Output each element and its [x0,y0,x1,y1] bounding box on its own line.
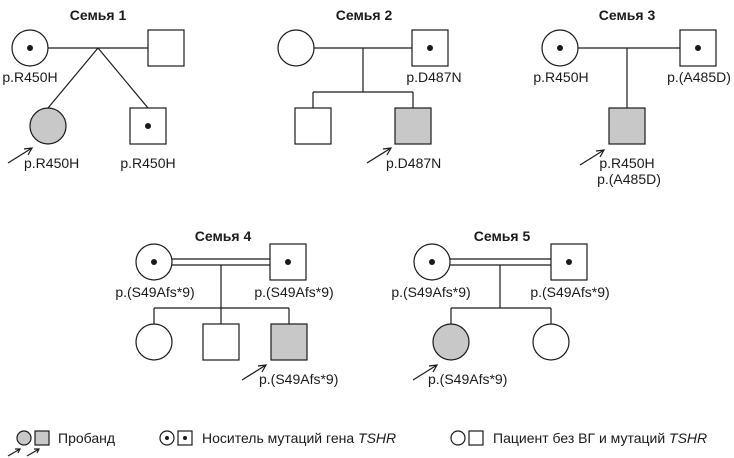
carrier-dot [27,45,33,51]
carrier-dot [695,45,701,51]
family-4-mother [135,243,173,281]
family-5: Семья 5 p.(S49Afs*9) p.(S49Afs*9) p.(S49… [391,228,609,387]
family-4: Семья 4 p.(S49Afs*9) p.(S49Afs*9) p.(S49… [115,228,338,387]
proband-arrow-head [595,149,606,158]
legend-unaffected: Пациент без ВГ и мутаций TSHR [450,430,707,446]
family-5-child-1-female-affected-symbol [432,323,470,361]
male-symbol [129,107,167,145]
family-1-descent-line-left [47,47,99,109]
legend-proband-text: Пробанд [58,430,115,446]
family-2-title: Семья 2 [336,7,393,23]
family-3-child-1-label-line1: p.R450H [599,155,654,171]
legend-carrier: Носитель мутаций гена TSHR [159,430,396,446]
family-5-father [550,243,588,281]
family-2-child-2-male-affected-symbol [394,107,432,145]
family-3-title: Семья 3 [599,7,656,23]
legend-proband-arrow-head [15,448,21,454]
family-1-child-2-label: p.R450H [120,155,175,171]
family-5-father-label: p.(S49Afs*9) [530,284,609,300]
legend: Пробанд Носитель мутаций гена TSHR Пацие… [7,430,707,457]
proband-arrow [366,147,392,164]
carrier-dot [557,45,563,51]
family-4-child-2-male-symbol [202,323,240,361]
proband-arrow [579,149,605,166]
family-4-child-3-male-affected-symbol [270,323,308,361]
proband-arrow [7,147,33,164]
carrier-dot [165,436,169,440]
legend-proband-arrow-head [34,448,40,454]
carrier-dot [285,259,291,265]
family-4-mother-label: p.(S49Afs*9) [115,284,194,300]
legend-proband-arrow [26,448,40,457]
family-2-child-1-male-symbol [294,107,332,145]
family-1-child-2 [129,107,167,145]
family-1-child-1-label: p.R450H [24,155,79,171]
legend-proband: Пробанд [7,430,115,457]
family-2-mother-female-symbol [277,29,315,67]
legend-proband-female-symbol [16,430,32,446]
legend-carrier-text: Носитель мутаций гена TSHR [202,430,396,446]
family-1-father-male-symbol [147,29,185,67]
family-3-mother-label: p.R450H [533,69,588,85]
family-3-child-1-male-affected-symbol [608,107,646,145]
carrier-dot [566,259,572,265]
proband-arrow-head [382,147,393,156]
family-4-title: Семья 4 [195,228,252,244]
family-5-mother-label: p.(S49Afs*9) [391,284,470,300]
proband-arrow-head [428,364,439,373]
family-3-father-label: p.(A485D) [667,69,731,85]
family-1-child-1 [29,107,67,145]
family-5-mother [413,243,451,281]
family-1: Семья 1 p.R450H p.R450H p.R450H [2,7,185,171]
carrier-dot [183,436,187,440]
family-5-title: Семья 5 [474,228,531,244]
family-1-descent-line-right [97,47,149,109]
family-2-child-2-label: p.D487N [386,155,441,171]
family-3-father [679,29,717,67]
proband-arrow-head [257,364,268,373]
family-3-child-1-label-line2: p.(A485D) [597,171,661,187]
proband-arrow-head [23,147,34,156]
family-2: Семья 2 p.D487N p.D487N [277,7,462,171]
family-1-mother-label: p.R450H [2,69,57,85]
carrier-dot [427,45,433,51]
legend-proband-arrow [7,448,21,457]
legend-proband-male-symbol [34,430,50,446]
carrier-dot [429,259,435,265]
carrier-dot [145,123,151,129]
proband-arrow [412,364,438,381]
legend-unaffected-text: Пациент без ВГ и мутаций TSHR [493,430,707,446]
family-4-father [269,243,307,281]
family-5-child-2-female-symbol [532,323,570,361]
legend-unaffected-male-symbol [468,430,484,446]
legend-unaffected-female-symbol [450,430,466,446]
family-1-mother [11,29,49,67]
family-5-child-1-label: p.(S49Afs*9) [428,371,507,387]
family-4-father-label: p.(S49Afs*9) [254,284,333,300]
family-4-child-1-female-symbol [135,323,173,361]
carrier-dot [151,259,157,265]
proband-arrow [241,364,267,381]
family-1-title: Семья 1 [70,7,127,23]
family-2-father-label: p.D487N [406,69,461,85]
family-2-father [411,29,449,67]
family-3: Семья 3 p.R450H p.(A485D) p.R450H p.(A48… [533,7,731,187]
family-4-child-3-label: p.(S49Afs*9) [259,371,338,387]
family-3-mother [541,29,579,67]
female-affected-symbol [29,107,67,145]
